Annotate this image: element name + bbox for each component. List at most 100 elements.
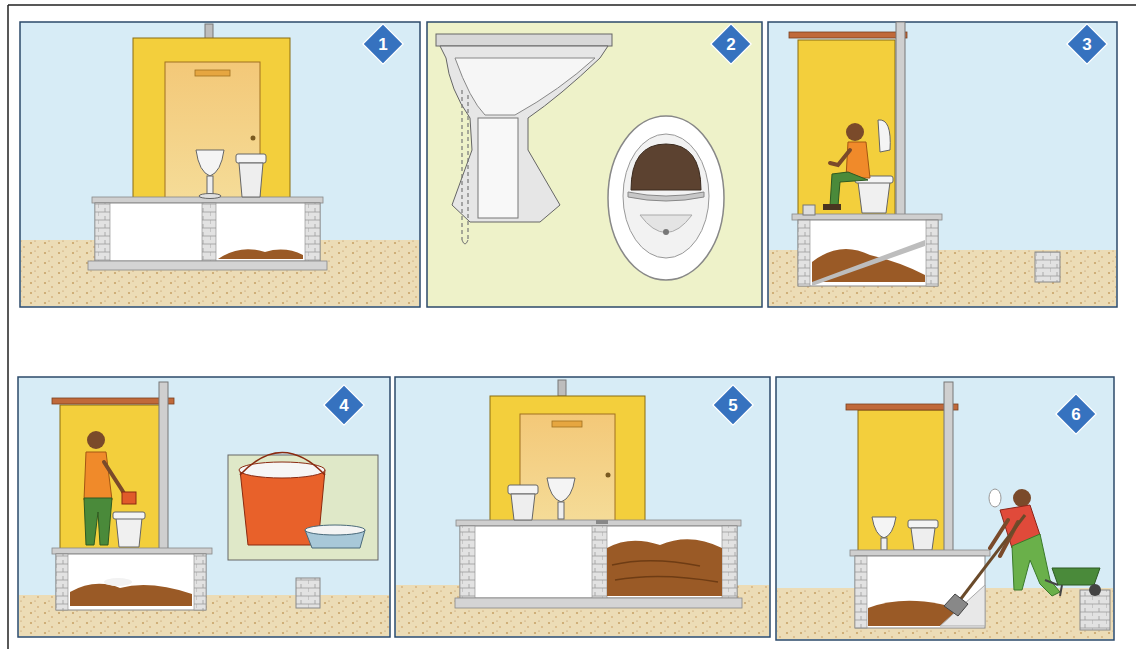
access-hatch bbox=[940, 585, 985, 626]
diamond-shape bbox=[324, 385, 364, 425]
person-arm bbox=[990, 520, 1018, 556]
shed-wall bbox=[490, 396, 645, 522]
person-shoe bbox=[823, 204, 841, 210]
toilet-seat bbox=[236, 154, 266, 163]
diamond-shape bbox=[1056, 394, 1096, 434]
wheelbarrow-frame bbox=[1045, 580, 1062, 596]
shed-wall bbox=[858, 410, 948, 552]
page-frame bbox=[8, 5, 1136, 649]
diamond-shape bbox=[711, 24, 751, 64]
urine-pedestal bbox=[872, 517, 896, 538]
brick-column bbox=[194, 554, 206, 610]
ash-layer bbox=[104, 578, 132, 586]
vault-base bbox=[798, 220, 938, 286]
shed-wall bbox=[60, 405, 160, 550]
toilet-seat bbox=[113, 512, 145, 519]
shed-wall bbox=[133, 38, 290, 203]
callout-diamond: 3 bbox=[1066, 23, 1108, 65]
panel-one bbox=[20, 22, 420, 307]
callout-number: 5 bbox=[728, 397, 737, 414]
pedestal-foot bbox=[199, 194, 221, 199]
callout-number: 1 bbox=[378, 36, 387, 53]
vault-base bbox=[460, 526, 737, 598]
wheelbarrow-tray bbox=[1052, 568, 1100, 585]
brick-column bbox=[798, 220, 810, 286]
brick-column bbox=[95, 203, 110, 261]
callout-diamond: 2 bbox=[710, 23, 752, 65]
callout-diamond: 6 bbox=[1055, 393, 1097, 435]
floor-slab bbox=[456, 520, 741, 526]
panel-frame bbox=[768, 22, 1117, 307]
callout-number: 6 bbox=[1071, 406, 1080, 423]
pedestal-stem bbox=[881, 538, 887, 550]
panel-frame bbox=[18, 377, 390, 637]
faeces-chute bbox=[478, 118, 518, 218]
ash-scoop bbox=[122, 492, 136, 504]
panel-four bbox=[18, 377, 390, 637]
door-vent bbox=[195, 70, 230, 76]
diamond-shape bbox=[363, 24, 403, 64]
panel-frame bbox=[395, 377, 770, 637]
vent-pipe bbox=[159, 382, 168, 552]
callout-number: 3 bbox=[1082, 36, 1091, 53]
bowl-interior bbox=[455, 58, 595, 115]
compost-texture bbox=[612, 561, 718, 582]
compost-pile bbox=[70, 584, 192, 606]
seat-top-view bbox=[608, 116, 724, 280]
person-head bbox=[87, 431, 105, 449]
foundation-slab bbox=[88, 261, 327, 270]
callout-diamond: 4 bbox=[323, 384, 365, 426]
shed-roof bbox=[846, 404, 958, 410]
toilet-pedestal bbox=[858, 182, 890, 213]
toilet-seat bbox=[508, 485, 538, 494]
person-trousers bbox=[830, 172, 868, 206]
door-vent bbox=[552, 421, 582, 427]
compost-pile bbox=[607, 539, 722, 596]
shed-door bbox=[520, 414, 615, 522]
diamond-shape bbox=[1067, 24, 1107, 64]
panel-three bbox=[768, 22, 1117, 307]
ash-container bbox=[803, 205, 815, 215]
vault-base bbox=[95, 203, 320, 261]
urine-pedestal bbox=[547, 478, 575, 502]
callout-diamond: 5 bbox=[712, 384, 754, 426]
floor-slab bbox=[52, 548, 212, 554]
bowl-top-view bbox=[623, 134, 709, 258]
toilet-seat bbox=[908, 520, 938, 528]
sealed-hole bbox=[596, 520, 608, 524]
toilet-pedestal bbox=[511, 494, 535, 520]
brick-column bbox=[202, 203, 216, 261]
urine-pedestal bbox=[196, 150, 224, 176]
toilet-pedestal bbox=[911, 528, 935, 550]
shed-roof bbox=[52, 398, 174, 404]
door-handle bbox=[251, 136, 256, 141]
brick-column bbox=[592, 526, 607, 598]
seat-rim bbox=[436, 34, 612, 46]
person-trousers bbox=[84, 498, 112, 545]
urine-pipe bbox=[461, 90, 462, 240]
toilet-pedestal bbox=[239, 163, 263, 197]
person-trousers bbox=[1012, 534, 1060, 596]
urine-drain bbox=[663, 229, 669, 235]
diamond-shape bbox=[713, 385, 753, 425]
urine-tank bbox=[296, 578, 320, 608]
vent-pipe bbox=[944, 382, 953, 552]
urine-outlet bbox=[462, 240, 468, 244]
callout-number: 2 bbox=[726, 36, 735, 53]
scoop-contents bbox=[305, 525, 365, 535]
shovel-handle bbox=[960, 515, 1025, 600]
panel-six bbox=[776, 377, 1114, 640]
compost-pile bbox=[218, 249, 303, 259]
vault-base bbox=[56, 554, 206, 610]
toilet-lid bbox=[878, 120, 890, 152]
brick-column bbox=[722, 526, 737, 598]
urine-pipe bbox=[467, 95, 468, 240]
brick-column bbox=[460, 526, 475, 598]
floor-slab bbox=[850, 550, 990, 556]
panel-two bbox=[427, 22, 762, 307]
wheelbarrow-wheel bbox=[1089, 584, 1101, 596]
brick-column bbox=[926, 220, 938, 286]
shed-roof bbox=[789, 32, 907, 38]
